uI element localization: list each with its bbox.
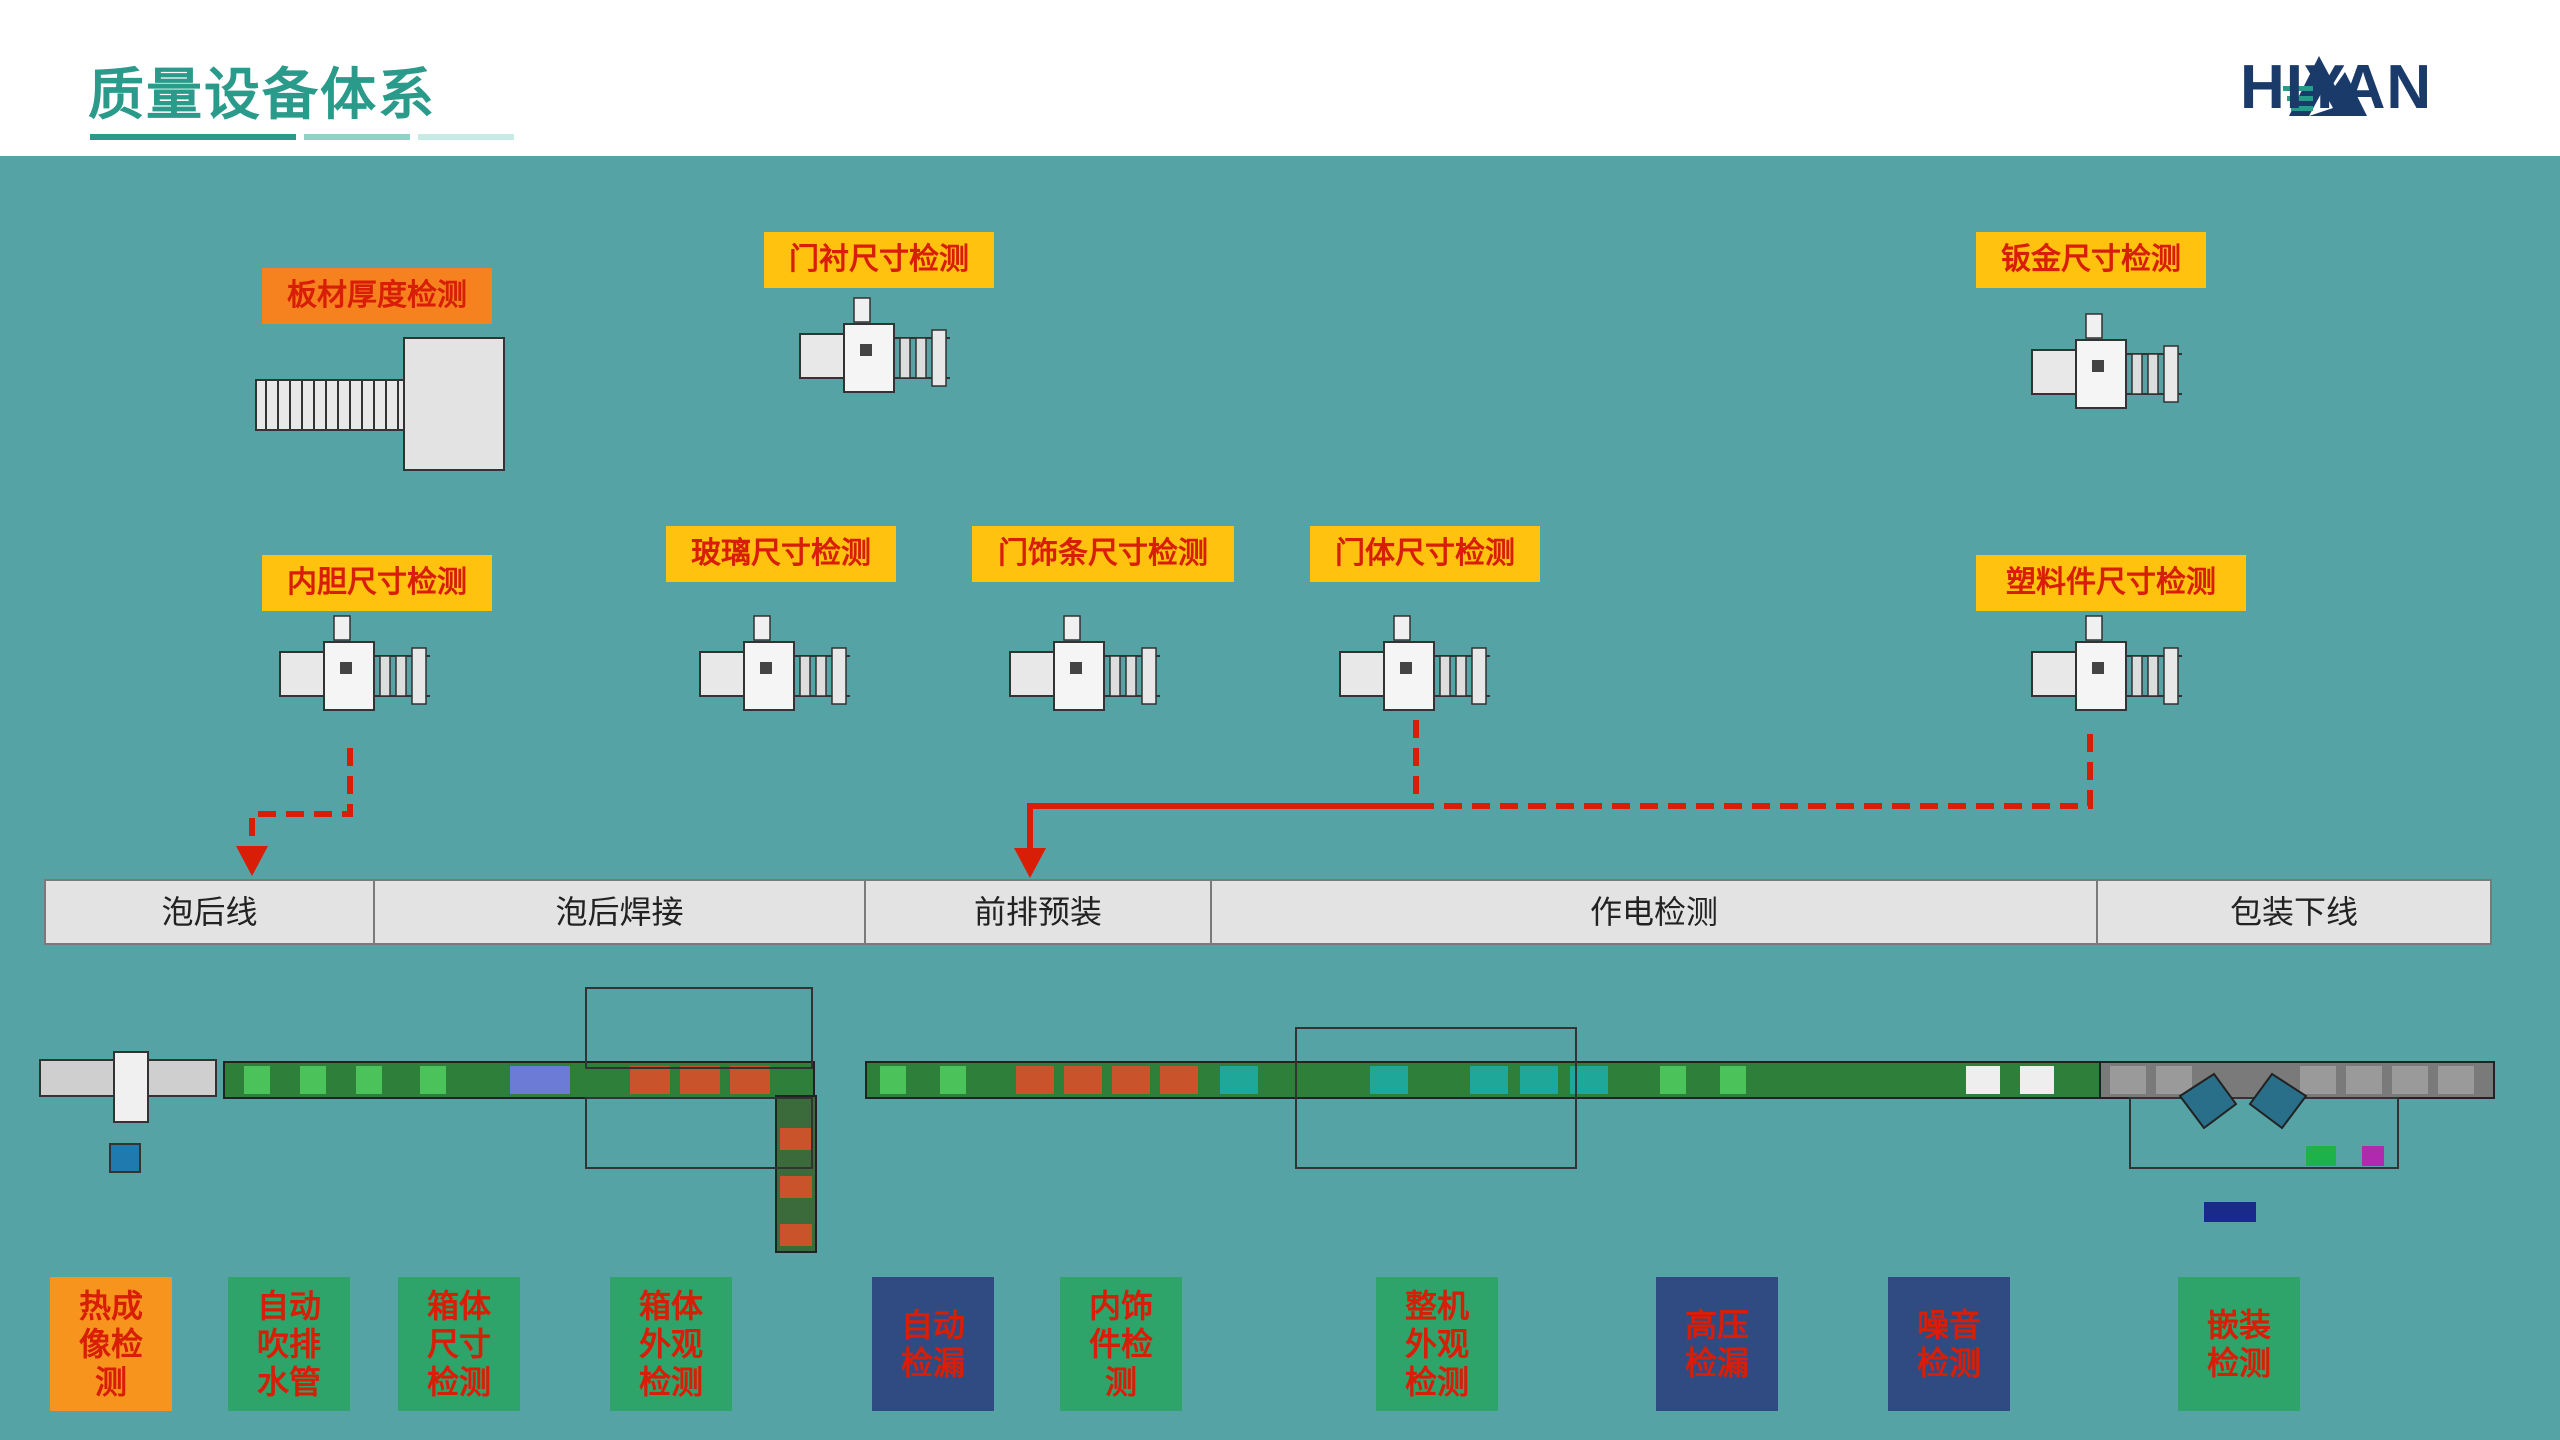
box-auto-leak-test: 自动 检漏 — [872, 1277, 994, 1411]
stage-packaging-offline: 包装下线 — [2229, 893, 2358, 931]
box-trim-parts: 内饰 件检 测 — [1060, 1277, 1182, 1411]
title-underline-dark — [90, 134, 296, 140]
box-auto-drain-blow: 自动 吹排 水管 — [228, 1277, 350, 1411]
logo-text: HIYAN — [2240, 53, 2433, 122]
process-stage-bar: 泡后线 泡后焊接 前排预装 作电检测 包装下线 — [44, 879, 2492, 945]
title-underline-mid — [304, 134, 410, 140]
box-noise-test: 噪音 检测 — [1888, 1277, 2010, 1411]
label-door-liner: 门衬尺寸检测 — [764, 232, 994, 288]
label-inner-liner: 内胆尺寸检测 — [262, 555, 492, 611]
diagram-area — [0, 156, 2560, 1440]
logo-mountain-icon — [2283, 56, 2367, 116]
box-high-pressure-leak: 高压 检漏 — [1656, 1277, 1778, 1411]
title-underline-light — [418, 134, 514, 140]
box-cabinet-appearance: 箱体 外观 检测 — [610, 1277, 732, 1411]
box-cabinet-dimension: 箱体 尺寸 检测 — [398, 1277, 520, 1411]
stage-post-foam-welding: 泡后焊接 — [375, 881, 866, 943]
box-embedded-install: 嵌装 检测 — [2178, 1277, 2300, 1411]
header: 质量设备体系 HIYAN — [0, 0, 2560, 156]
label-sheet-metal: 钣金尺寸检测 — [1976, 232, 2206, 288]
stage-electrical-test: 作电检测 — [1212, 881, 2098, 943]
stage-post-foam-line: 泡后线 — [46, 881, 375, 943]
box-thermal-imaging: 热成 像检 测 — [50, 1277, 172, 1411]
label-door-trim: 门饰条尺寸检测 — [972, 526, 1234, 582]
box-whole-appearance: 整机 外观 检测 — [1376, 1277, 1498, 1411]
label-sheet-thickness: 板材厚度检测 — [262, 268, 492, 324]
label-glass: 玻璃尺寸检测 — [666, 526, 896, 582]
label-door-body: 门体尺寸检测 — [1310, 526, 1540, 582]
page-title: 质量设备体系 — [88, 63, 436, 128]
stage-front-preassembly: 前排预装 — [866, 881, 1212, 943]
label-plastic-parts: 塑料件尺寸检测 — [1976, 555, 2246, 611]
